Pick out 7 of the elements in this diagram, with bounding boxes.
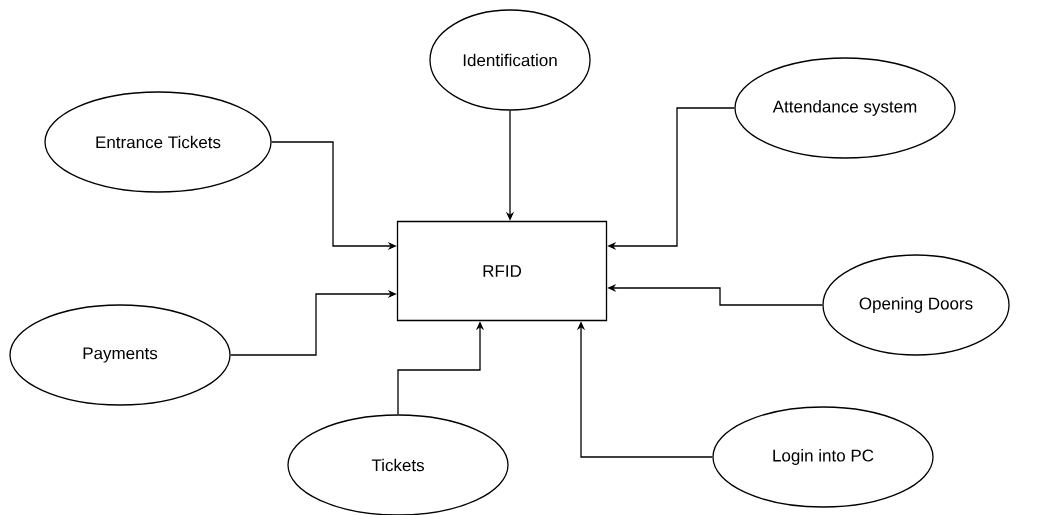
ellipse-node: Login into PC (712, 406, 934, 508)
ellipse-node: Payments (9, 304, 231, 406)
ellipse-node: Opening Doors (822, 254, 1010, 356)
ellipse-node: Attendance system (734, 57, 956, 159)
ellipse-node: Entrance Tickets (44, 91, 272, 193)
process-box: RFID (396, 220, 608, 322)
ellipse-node: Identification (429, 9, 591, 111)
